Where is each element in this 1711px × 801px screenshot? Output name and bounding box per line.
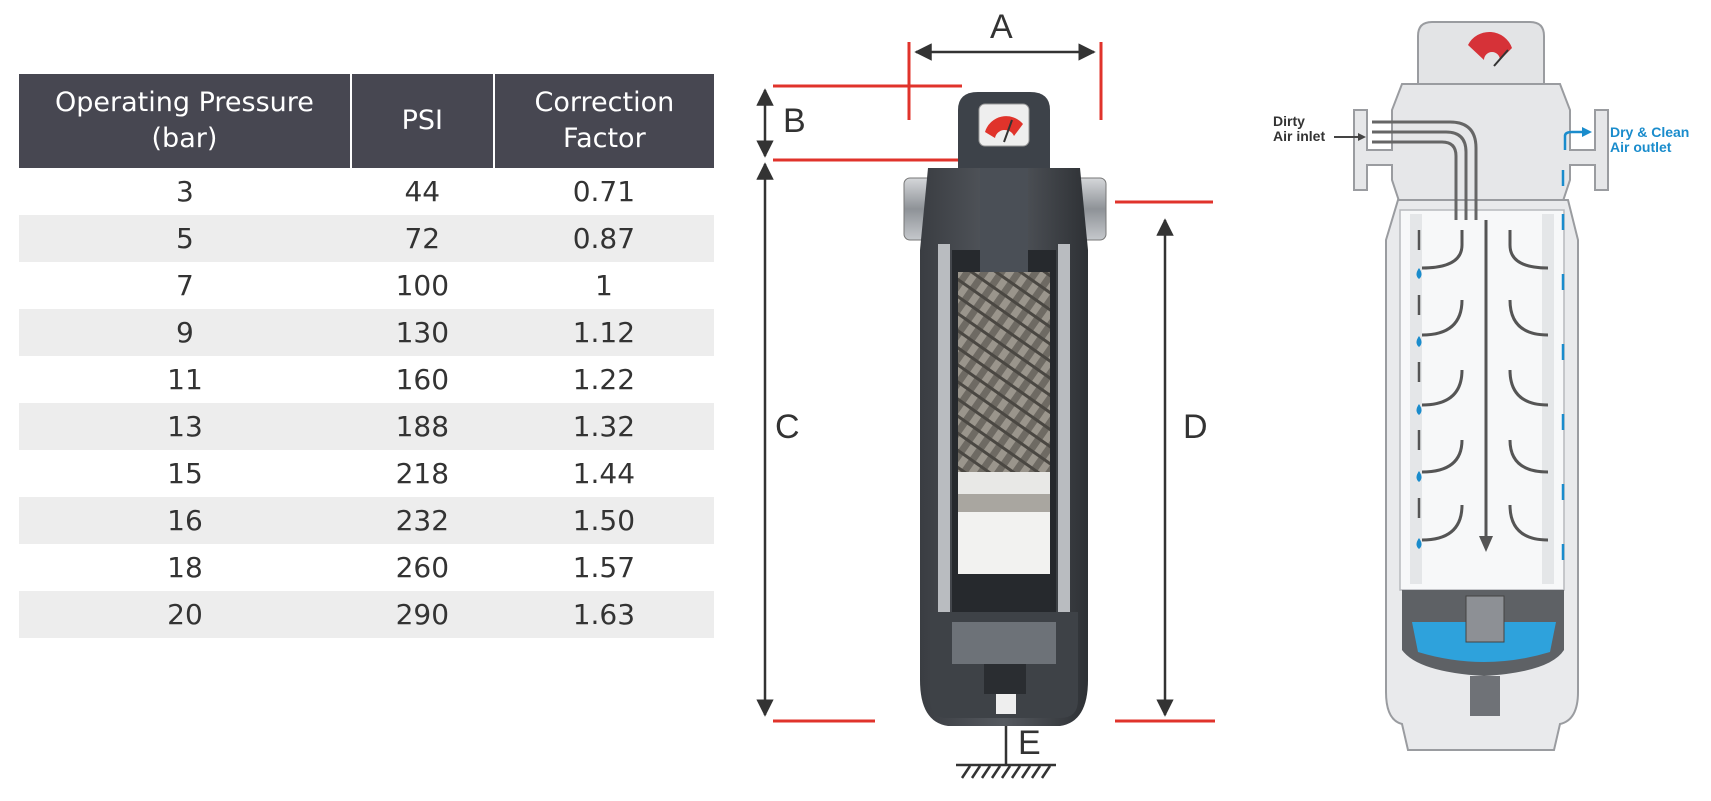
table-cell-factor: 1.22 [572, 363, 636, 396]
table-cell-factor: 1.50 [493, 497, 714, 544]
table-cell-bar: 16 [19, 497, 351, 544]
filter-element [958, 272, 1050, 474]
table-row: 18 260 1.57 [19, 544, 714, 591]
table-cell-bar: 5 [19, 215, 351, 262]
table-cell-factor: 0.87 [493, 215, 714, 262]
table-cell-psi: 72 [350, 215, 494, 262]
water-drop-icons [1416, 268, 1422, 549]
table-cell-factor: 1.12 [493, 309, 714, 356]
table-cell-bar: 20 [19, 591, 351, 638]
side-flow-arrows [1421, 230, 1549, 542]
drain-valve [984, 664, 1026, 694]
table-row: 7 100 1 [19, 262, 714, 309]
inlet-flow-lines [1372, 120, 1478, 220]
table-row: 15 218 1.44 [19, 450, 714, 497]
pressure-gauge-icon-2 [1468, 31, 1512, 67]
header-psi: PSI [350, 74, 495, 168]
table-cell-factor: 1.32 [493, 403, 714, 450]
table-row: 3 44 0.71 [19, 168, 714, 215]
pressure-gauge-icon [978, 103, 1030, 147]
table-cell-bar: 11 [167, 363, 203, 396]
table-cell-psi: 188 [350, 403, 494, 450]
table-cell-factor: 1.44 [572, 457, 636, 490]
filter-cutaway [903, 92, 1107, 726]
dimension-label-a: A [990, 8, 1013, 46]
header-operating-pressure: Operating Pressure (bar) [19, 74, 352, 168]
table-header-row: Operating Pressure (bar) PSI Correction … [19, 74, 714, 168]
table-cell-factor: 1.63 [493, 591, 714, 638]
table-cell-psi: 260 [395, 551, 450, 584]
table-cell-factor: 1.57 [572, 551, 636, 584]
table-row: 11 160 1.22 [19, 356, 714, 403]
dimension-label-b: B [783, 102, 806, 140]
dimension-label-e: E [1018, 724, 1041, 762]
table-cell-psi: 130 [350, 309, 494, 356]
inlet-label-line2: Air inlet [1273, 128, 1325, 144]
table-cell-psi: 218 [395, 457, 450, 490]
table-cell-factor: 1 [594, 269, 613, 302]
table-cell-bar: 18 [167, 551, 203, 584]
outlet-label-line1: Dry & Clean [1610, 124, 1689, 140]
dimension-label-c: C [775, 408, 800, 446]
table-cell-factor: 0.71 [572, 175, 636, 208]
table-cell-psi: 160 [395, 363, 450, 396]
table-cell-psi: 100 [395, 269, 450, 302]
table-cell-bar: 3 [176, 175, 194, 208]
table-cell-bar: 7 [176, 269, 194, 302]
airflow-diagram [1334, 21, 1609, 751]
correction-table: Operating Pressure (bar) PSI Correction … [19, 74, 714, 638]
outlet-label-line2: Air outlet [1610, 139, 1672, 155]
dimension-arrows [756, 43, 1174, 717]
correction-factor-table: Operating Pressure (bar) PSI Correction … [19, 74, 714, 638]
dimension-label-d: D [1183, 408, 1208, 446]
table-cell-psi: 44 [404, 175, 441, 208]
filter-end-cap [958, 512, 1050, 574]
table-cell-psi: 232 [350, 497, 494, 544]
table-cell-bar: 13 [19, 403, 351, 450]
header-correction-factor: Correction Factor [493, 74, 714, 168]
table-cell-psi: 290 [350, 591, 494, 638]
inlet-label-line1: Dirty [1273, 113, 1305, 129]
dimension-reference-lines [773, 42, 1215, 723]
table-cell-bar: 15 [167, 457, 203, 490]
table-cell-bar: 9 [19, 309, 351, 356]
